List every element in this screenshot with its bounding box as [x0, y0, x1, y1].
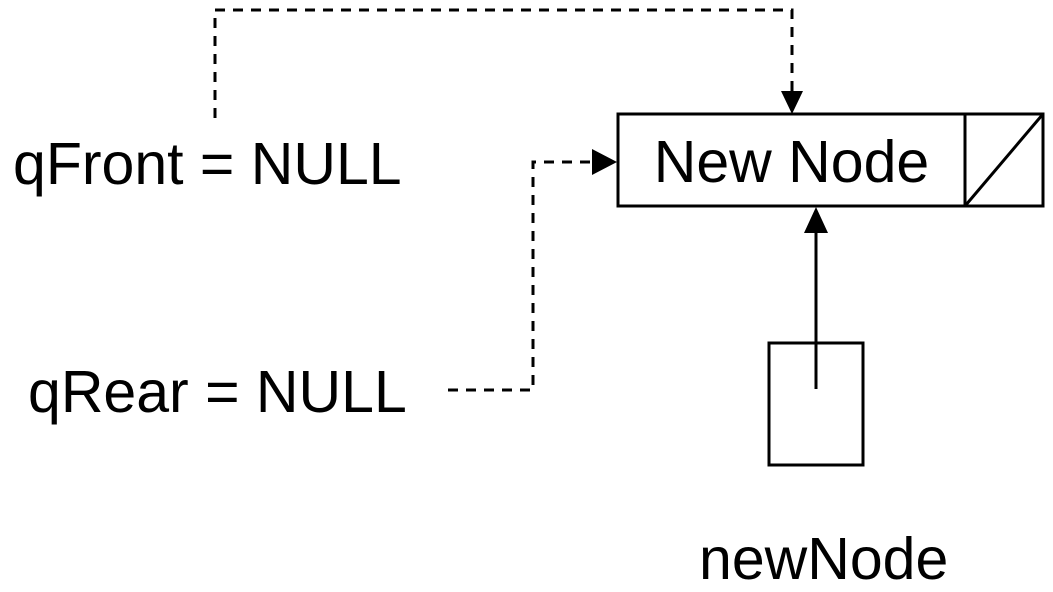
arrow-right-icon	[592, 149, 617, 175]
node-data-cell	[616, 112, 967, 208]
newnode-variable-label: newNode	[699, 526, 949, 592]
qfront-connector-line	[213, 8, 794, 118]
qrear-label: qRear = NULL	[28, 359, 407, 425]
arrow-down-icon	[781, 91, 803, 114]
qrear-connector-line	[448, 160, 591, 392]
node-value-label: New Node	[653, 129, 930, 195]
arrow-up-icon	[804, 207, 828, 233]
qfront-label: qFront = NULL	[13, 131, 402, 197]
null-slash-icon	[963, 113, 1045, 207]
